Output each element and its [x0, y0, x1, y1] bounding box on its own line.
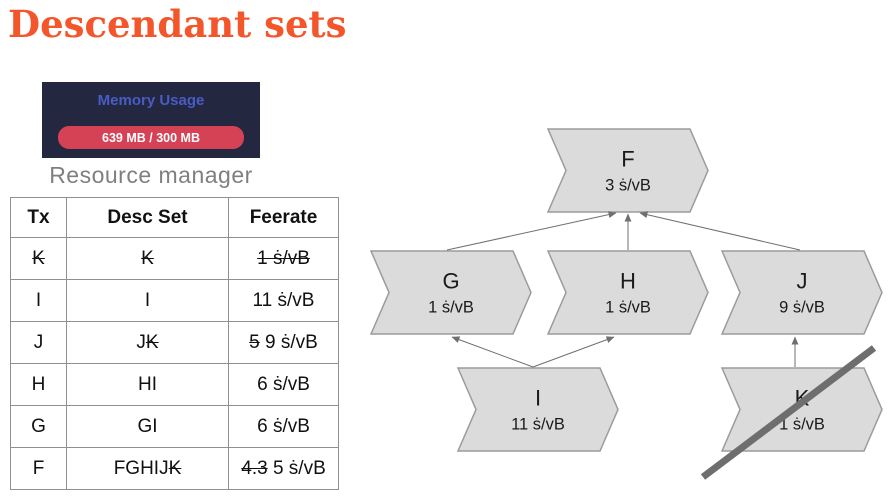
graph-node-G: G 1 ṡ/vB — [369, 250, 532, 335]
node-feerate: 11 ṡ/vB — [511, 416, 565, 434]
chevron-shape — [456, 367, 619, 452]
node-label: G — [442, 269, 459, 294]
node-feerate: 3 ṡ/vB — [605, 177, 651, 195]
header-tx: Tx — [10, 197, 67, 238]
memory-usage-badge: 639 MB / 300 MB — [58, 126, 244, 149]
table-cell: 6 ṡ/vB — [228, 363, 339, 406]
table-cell: JK — [66, 321, 229, 364]
table-cell: F — [10, 447, 67, 490]
table-cell: K — [66, 237, 229, 280]
table-cell: 5 9 ṡ/vB — [228, 321, 339, 364]
node-label: H — [620, 269, 636, 294]
node-label: I — [535, 386, 541, 411]
memory-widget-title: Memory Usage — [97, 92, 205, 109]
resource-manager-caption: Resource manager — [49, 162, 253, 188]
cross-out-line — [700, 345, 877, 480]
graph-node-F: F 3 ṡ/vB — [546, 128, 709, 213]
header-desc-set: Desc Set — [66, 197, 229, 238]
table-cell: GI — [66, 405, 229, 448]
node-feerate: 1 ṡ/vB — [779, 416, 825, 434]
chevron-shape — [369, 250, 532, 335]
node-label: J — [797, 269, 808, 294]
graph-node-J: J 9 ṡ/vB — [720, 250, 883, 335]
edge-G-to-F — [446, 211, 617, 251]
feerate-table-head: Tx Desc Set Feerate — [10, 197, 339, 238]
table-cell: J — [10, 321, 67, 364]
table-header-row: Tx Desc Set Feerate — [10, 197, 339, 238]
descendant-graph: F 3 ṡ/vB G 1 ṡ/vB H 1 ṡ/vB J 9 ṡ/vB I 11 ṡ/vB K1 ṡ… — [369, 128, 883, 480]
table-cell: HI — [66, 363, 229, 406]
table-cell: 1 ṡ/vB — [228, 237, 339, 280]
memory-usage-widget: Memory Usage 639 MB / 300 MB — [42, 82, 260, 158]
node-feerate: 1 ṡ/vB — [605, 299, 651, 317]
table-cell: G — [10, 405, 67, 448]
edge-I-to-G — [451, 336, 534, 368]
graph-node-I: I 11 ṡ/vB — [456, 367, 619, 452]
graph-node-K: K1 ṡ/vB — [720, 367, 883, 452]
edge-I-to-H — [532, 336, 615, 368]
header-feerate: Feerate — [228, 197, 339, 238]
node-label: F — [621, 147, 634, 172]
chevron-shape — [546, 128, 709, 213]
graph-node-H: H 1 ṡ/vB — [546, 250, 709, 335]
table-cell: FGHIJK — [66, 447, 229, 490]
table-cell: 6 ṡ/vB — [228, 405, 339, 448]
table-cell: K — [10, 237, 67, 280]
graph-nodes: F 3 ṡ/vB G 1 ṡ/vB H 1 ṡ/vB J 9 ṡ/vB I 11 ṡ/vB K1 ṡ… — [369, 128, 883, 452]
table-cell: I — [10, 279, 67, 322]
graph-annotations — [700, 345, 877, 480]
graph-edges — [446, 211, 801, 368]
page-title: Descendant sets — [8, 2, 347, 46]
chevron-shape — [720, 250, 883, 335]
node-feerate: 1 ṡ/vB — [428, 299, 474, 317]
table-cell: H — [10, 363, 67, 406]
table-cell: 4.3 5 ṡ/vB — [228, 447, 339, 490]
edge-J-to-F — [639, 211, 801, 251]
table-cell: I — [66, 279, 229, 322]
node-feerate: 9 ṡ/vB — [779, 299, 825, 317]
chevron-shape — [546, 250, 709, 335]
table-cell: 11 ṡ/vB — [228, 279, 339, 322]
